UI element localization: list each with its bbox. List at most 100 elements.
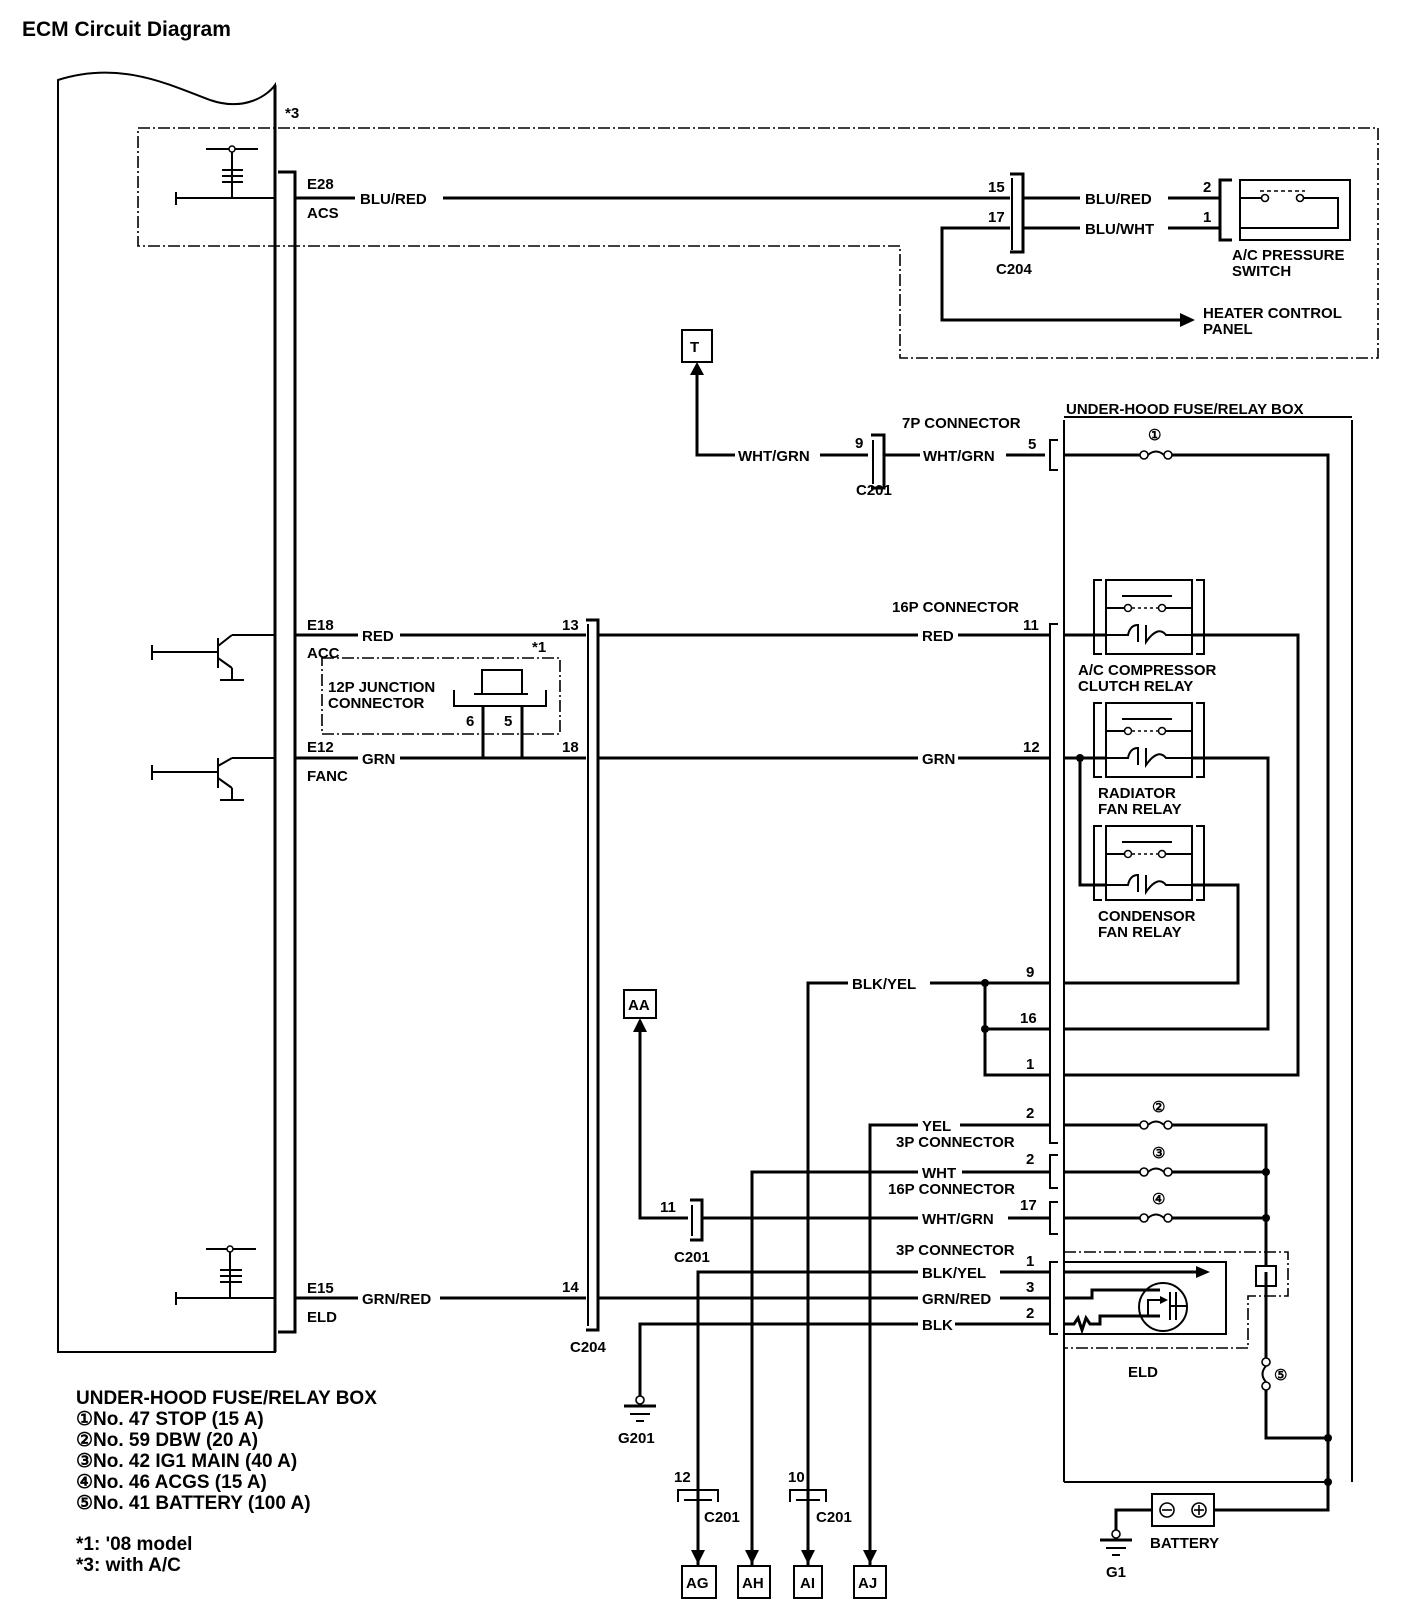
ecm-acs-input-circuit <box>175 145 275 205</box>
ground-label-g1: G1 <box>1106 1564 1126 1581</box>
junction-connector-label: 12P JUNCTION <box>328 679 435 696</box>
pin-label-e18: E18 <box>307 617 334 634</box>
signal-label-acs: ACS <box>307 205 339 222</box>
junction-connector-12p: *1 12P JUNCTION CONNECTOR 6 5 <box>321 639 561 758</box>
wire-label-grn: GRN <box>362 751 395 768</box>
diagram-title: ECM Circuit Diagram <box>22 18 231 41</box>
wire-wht-grn-fuse-4: 16P CONNECTOR AA 11 C201 WHT/GRN 17 ④ <box>623 989 1270 1266</box>
pin-2-eld: 2 <box>1026 1305 1034 1322</box>
wire-label-grn-red: GRN/RED <box>362 1291 431 1308</box>
connector-c204-mid: C204 <box>570 618 607 1356</box>
fuse-2-marker: ② <box>1152 1099 1165 1116</box>
pin-label-e28: E28 <box>307 176 334 193</box>
signal-label-eld: ELD <box>307 1309 337 1326</box>
ecm-body <box>57 71 277 1353</box>
legend-item: ①No. 47 STOP (15 A) <box>76 1409 264 1430</box>
ecm-eld-input-circuit <box>175 1245 275 1305</box>
connector-label-7p: 7P CONNECTOR <box>902 415 1021 432</box>
pin-14: 14 <box>562 1279 579 1296</box>
wire-label-red-2: RED <box>922 628 954 645</box>
ac-pressure-switch-label: A/C PRESSURE <box>1232 247 1345 264</box>
junction-connector-label-2: CONNECTOR <box>328 695 425 712</box>
pin-5: 5 <box>1028 436 1036 453</box>
relay-label-radiator-2: FAN RELAY <box>1098 801 1182 818</box>
ref-ah: AH <box>742 1575 764 1592</box>
under-hood-fuse-relay-box: UNDER-HOOD FUSE/RELAY BOX <box>1049 401 1353 1483</box>
ecm-fanc-driver <box>151 757 275 801</box>
wire-label-blk: BLK <box>922 1317 953 1334</box>
ref-t: T <box>690 339 699 356</box>
battery-label: BATTERY <box>1150 1535 1219 1552</box>
ground-icon <box>1111 1529 1121 1539</box>
pin-5-junction: 5 <box>504 713 512 730</box>
fuse-1-marker: ① <box>1148 427 1161 444</box>
wire-e12-fanc: E12 FANC GRN 18 GRN 12 <box>295 739 1050 785</box>
fuse-4-marker: ④ <box>1152 1191 1165 1208</box>
wire-label-grn-red-2: GRN/RED <box>922 1291 991 1308</box>
wire-e28-acs: E28 ACS BLU/RED <box>295 176 1010 222</box>
pin-2-3p: 2 <box>1026 1151 1034 1168</box>
connector-label-c201-ai: C201 <box>816 1509 852 1526</box>
signal-label-fanc: FANC <box>307 768 348 785</box>
pin-label-e15: E15 <box>307 1280 334 1297</box>
ecm-acc-driver <box>151 634 275 681</box>
note-marker-3: *3 <box>285 105 299 122</box>
wire-label-blu-red: BLU/RED <box>360 191 427 208</box>
pin-12: 12 <box>1023 739 1040 756</box>
wire-label-red: RED <box>362 628 394 645</box>
heater-control-panel-label: HEATER CONTROL <box>1203 305 1342 322</box>
ecm-connector-strip <box>278 170 297 1334</box>
legend-title: UNDER-HOOD FUSE/RELAY BOX <box>76 1388 377 1409</box>
fuse-5-battery-feed: ⑤ <box>1210 1265 1332 1512</box>
connector-label-c201-aa: C201 <box>674 1249 710 1266</box>
ref-ai: AI <box>800 1575 815 1592</box>
ref-aj: AJ <box>858 1575 877 1592</box>
wire-label-yel: YEL <box>922 1118 951 1135</box>
wire-label-blu-wht: BLU/WHT <box>1085 221 1154 238</box>
ac-pressure-switch: 2 1 A/C PRESSURE SWITCH <box>1203 178 1351 280</box>
legend-item: ④No. 46 ACGS (15 A) <box>76 1472 267 1493</box>
pin-11: 11 <box>1023 617 1039 634</box>
battery-negative-icon <box>1159 1502 1175 1518</box>
relay-ac-compressor-clutch: A/C COMPRESSOR CLUTCH RELAY <box>1064 579 1300 1077</box>
wire-label-wht-grn: WHT/GRN <box>738 448 810 465</box>
pin-11-c201: 11 <box>660 1199 676 1216</box>
pin-label-e12: E12 <box>307 739 334 756</box>
connector-label-c201-ag: C201 <box>704 1509 740 1526</box>
pin-1-16p: 1 <box>1026 1056 1034 1073</box>
wire-label-wht-grn-2: WHT/GRN <box>923 448 995 465</box>
pin-3-eld: 3 <box>1026 1279 1034 1296</box>
pin-9: 9 <box>855 435 863 452</box>
pin-1-eld: 1 <box>1026 1253 1034 1270</box>
note-marker-1: *1 <box>532 639 546 656</box>
wire-yel-fuse-2: YEL 2 ② <box>868 1099 1268 1582</box>
pin-9-16p: 9 <box>1026 964 1034 981</box>
wire-wht-fuse-3: 3P CONNECTOR WHT 2 ③ <box>750 1134 1270 1582</box>
arrow-icon <box>1180 313 1195 327</box>
relay-condensor-fan: CONDENSOR FAN RELAY <box>1064 825 1240 985</box>
pin-17: 17 <box>988 209 1005 226</box>
legend-item: ⑤No. 41 BATTERY (100 A) <box>76 1493 311 1514</box>
relay-label-ac-compressor-2: CLUTCH RELAY <box>1078 678 1193 695</box>
fuse-box-title: UNDER-HOOD FUSE/RELAY BOX <box>1066 401 1304 418</box>
pin-15: 15 <box>988 179 1005 196</box>
ground-icon <box>635 1395 645 1405</box>
connector-ref-t: T WHT/GRN 9 C201 7P CONNECTOR WHT/GRN 5 <box>681 329 1058 499</box>
pin-12-c201: 12 <box>674 1469 691 1486</box>
battery: BATTERY <box>1114 1493 1219 1552</box>
legend: UNDER-HOOD FUSE/RELAY BOX ①No. 47 STOP (… <box>76 1388 377 1576</box>
eld-connector-3p: 3P CONNECTOR BLK/YEL BLK 1 3 2 <box>638 1242 1058 1582</box>
connector-label-16p: 16P CONNECTOR <box>892 599 1019 616</box>
fuse-1: ① <box>1064 427 1330 1482</box>
wire-label-blu-red-2: BLU/RED <box>1085 191 1152 208</box>
legend-item: ②No. 59 DBW (20 A) <box>76 1430 258 1451</box>
eld-label: ELD <box>1128 1364 1158 1381</box>
ac-pressure-switch-label-2: SWITCH <box>1232 263 1291 280</box>
ref-ag: AG <box>686 1575 709 1592</box>
signal-label-acc: ACC <box>307 645 340 662</box>
wire-blk-yel-ground-group: BLK/YEL 9 16 1 <box>806 964 1050 1582</box>
relay-label-condensor-2: FAN RELAY <box>1098 924 1182 941</box>
pin-2: 2 <box>1203 179 1211 196</box>
ac-option-region: *3 <box>137 105 1379 359</box>
connector-label-c204-mid: C204 <box>570 1339 607 1356</box>
